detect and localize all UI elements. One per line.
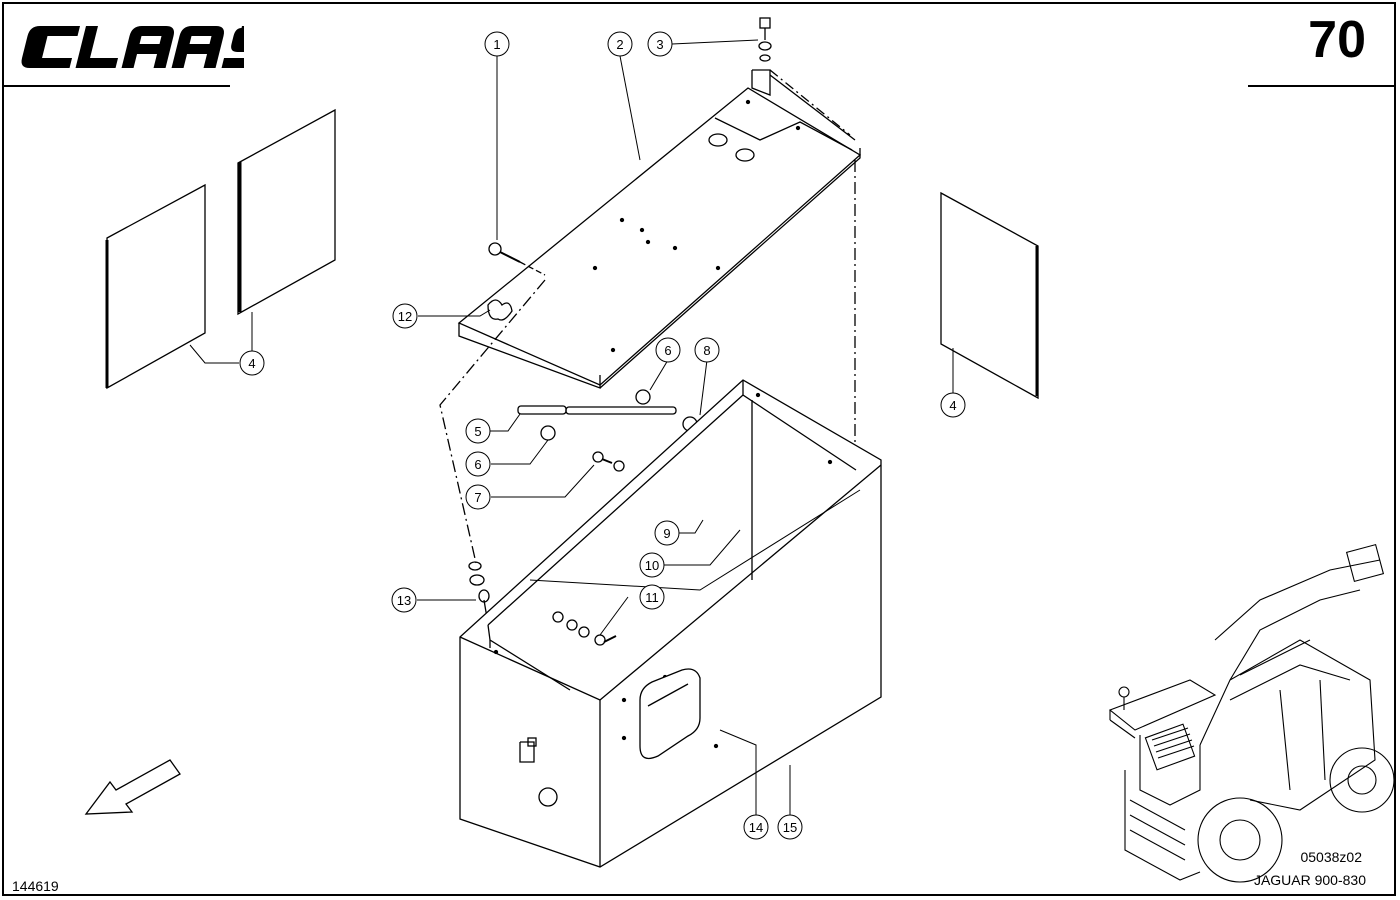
callout-2: 2 xyxy=(607,31,633,57)
header-rule-left xyxy=(4,85,230,87)
drawing-id: 144619 xyxy=(12,878,59,894)
claas-logo xyxy=(21,26,244,68)
callout-15: 15 xyxy=(777,814,803,840)
model-label: JAGUAR 900-830 xyxy=(1253,872,1366,888)
svg-text:1: 1 xyxy=(493,37,500,52)
svg-text:6: 6 xyxy=(474,457,481,472)
svg-text:13: 13 xyxy=(397,593,411,608)
svg-text:6: 6 xyxy=(664,343,671,358)
svg-text:15: 15 xyxy=(783,820,797,835)
svg-text:14: 14 xyxy=(749,820,763,835)
callout-10: 10 xyxy=(639,552,665,578)
svg-text:5: 5 xyxy=(474,424,481,439)
direction-arrow-icon xyxy=(84,759,181,815)
decal-sheet-left-back xyxy=(237,108,336,316)
callout-13: 13 xyxy=(391,587,417,613)
svg-text:3: 3 xyxy=(656,37,663,52)
callouts: 1 2 3 4 4 5 6 6 7 8 9 10 11 12 13 14 15 xyxy=(239,31,966,840)
svg-text:10: 10 xyxy=(645,558,659,573)
page-number: 70 xyxy=(1308,11,1366,69)
callout-5: 5 xyxy=(465,418,491,444)
callout-6-upper: 6 xyxy=(655,337,681,363)
callout-9: 9 xyxy=(654,520,680,546)
forage-harvester-thumbnail xyxy=(1108,543,1395,883)
decal-sheet-right xyxy=(940,191,1039,400)
svg-text:12: 12 xyxy=(398,309,412,324)
callout-12: 12 xyxy=(392,303,418,329)
svg-text:2: 2 xyxy=(616,37,623,52)
svg-text:4: 4 xyxy=(949,398,956,413)
header-rule-right xyxy=(1248,85,1396,87)
callout-8: 8 xyxy=(694,337,720,363)
svg-text:4: 4 xyxy=(248,356,255,371)
svg-text:11: 11 xyxy=(645,590,659,605)
svg-text:9: 9 xyxy=(663,526,670,541)
svg-text:7: 7 xyxy=(474,490,481,505)
decal-sheet-left-front xyxy=(106,183,206,390)
callout-11: 11 xyxy=(639,584,665,610)
terminal-cover xyxy=(639,668,701,760)
svg-text:8: 8 xyxy=(703,343,710,358)
callout-4-left: 4 xyxy=(239,350,265,376)
callout-1: 1 xyxy=(484,31,510,57)
lid-panel xyxy=(457,87,862,389)
battery-box-body xyxy=(459,379,882,868)
callout-4-right: 4 xyxy=(940,392,966,418)
callout-3: 3 xyxy=(647,31,673,57)
figure-ref-code: 05038z02 xyxy=(1300,849,1362,865)
callout-7: 7 xyxy=(465,484,491,510)
callout-6-lower: 6 xyxy=(465,451,491,477)
callout-14: 14 xyxy=(743,814,769,840)
